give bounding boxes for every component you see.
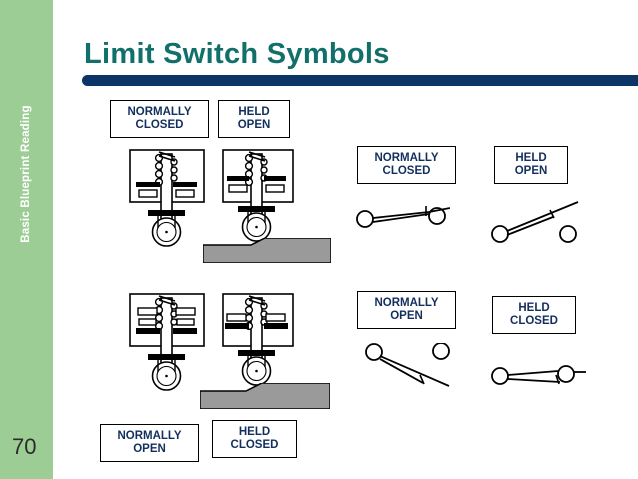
symbol-normally-open	[363, 343, 463, 391]
label-line-2: OPEN	[237, 119, 271, 131]
label-symbol-held-open: HELD OPEN	[494, 146, 568, 184]
label-line-2: OPEN	[514, 165, 548, 177]
sidebar-vertical-title: Basic Blueprint Reading	[20, 105, 32, 243]
label-symbol-normally-closed: NORMALLY CLOSED	[357, 146, 456, 184]
label-line-2: CLOSED	[510, 315, 558, 327]
symbol-held-closed-drawing	[491, 365, 586, 385]
label-line-2: OPEN	[390, 310, 423, 322]
label-line-2: CLOSED	[230, 439, 279, 451]
symbol-normally-closed	[355, 200, 450, 236]
mech-switch-normally-open	[126, 292, 208, 392]
label-symbol-held-closed: HELD CLOSED	[492, 296, 576, 334]
actuator-ramp-top	[203, 238, 331, 263]
limit-switch-drawing-nc	[129, 149, 205, 247]
mech-switch-normally-closed	[126, 148, 208, 248]
symbol-held-open	[490, 198, 590, 244]
label-line-2: CLOSED	[135, 119, 184, 131]
limit-switch-drawing-held-open	[222, 149, 294, 242]
label-line-1: NORMALLY	[374, 296, 439, 309]
label-symbol-normally-open: NORMALLY OPEN	[357, 291, 456, 329]
title-accent-bar	[82, 75, 638, 86]
symbol-held-open-drawing	[491, 201, 579, 243]
symbol-held-closed	[490, 362, 590, 402]
label-line-1: HELD	[518, 301, 550, 314]
limit-switch-drawing-held-closed	[222, 293, 294, 386]
label-line-1: HELD	[238, 105, 270, 118]
actuator-ramp-bottom	[200, 383, 330, 409]
limit-switch-drawing-no	[129, 293, 205, 391]
label-mech-held-open: HELD OPEN	[218, 100, 290, 138]
sidebar: Basic Blueprint Reading 70	[0, 0, 53, 479]
page-title: Limit Switch Symbols	[84, 38, 390, 70]
label-line-1: NORMALLY	[374, 151, 439, 164]
label-line-2: CLOSED	[382, 165, 431, 177]
label-mech-normally-open: NORMALLY OPEN	[100, 424, 199, 462]
label-mech-normally-closed: NORMALLY CLOSED	[110, 100, 209, 138]
label-mech-held-closed: HELD CLOSED	[212, 420, 297, 458]
label-line-1: HELD	[515, 151, 547, 164]
symbol-no-drawing	[365, 343, 450, 387]
label-line-1: HELD	[238, 425, 271, 438]
ramp-shape-top	[203, 238, 331, 263]
page-number: 70	[12, 434, 37, 459]
label-line-1: NORMALLY	[127, 105, 192, 118]
label-line-2: OPEN	[133, 443, 166, 455]
label-line-1: NORMALLY	[117, 429, 182, 442]
mech-switch-held-closed	[219, 292, 301, 392]
sidebar-divider	[53, 0, 57, 479]
symbol-nc-drawing	[356, 206, 450, 228]
ramp-shape-bottom	[200, 383, 330, 409]
mech-switch-held-open	[219, 148, 301, 248]
